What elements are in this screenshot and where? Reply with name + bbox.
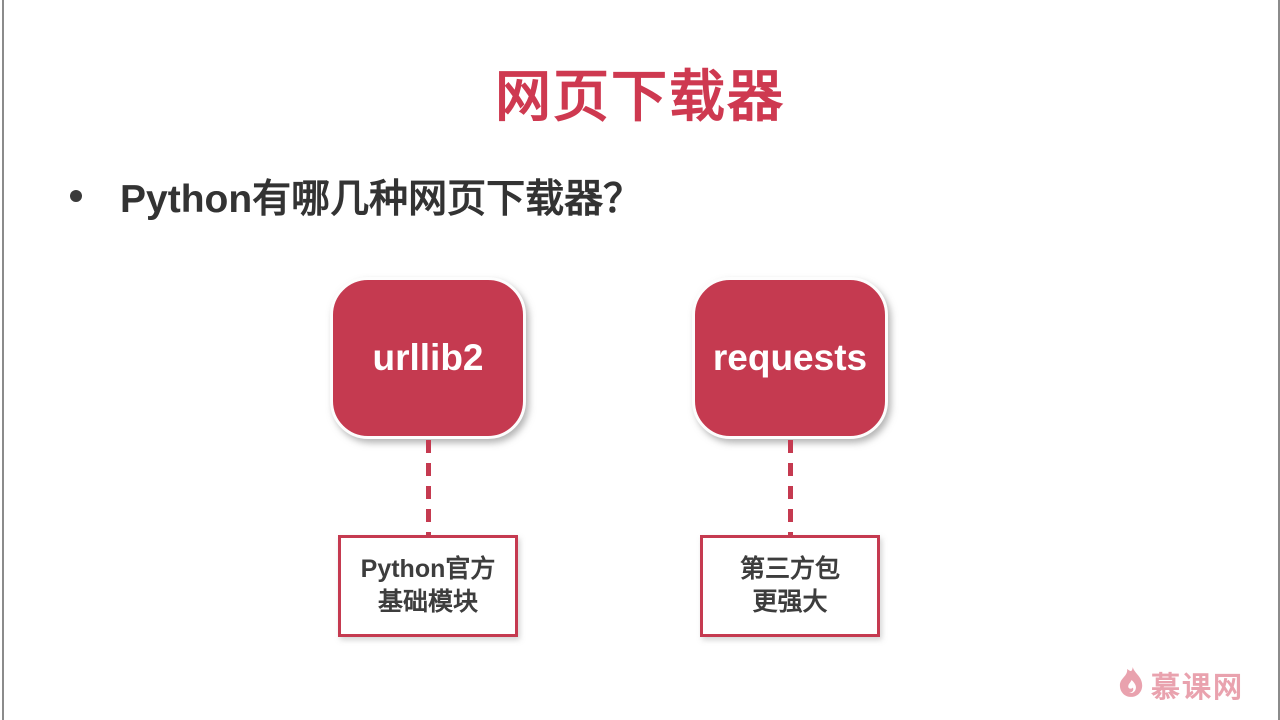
flame-icon bbox=[1119, 667, 1143, 697]
bullet-dot bbox=[70, 190, 82, 202]
desc-box-urllib2: Python官方 基础模块 bbox=[338, 535, 518, 637]
node-label: urllib2 bbox=[372, 337, 484, 378]
page-title: 网页下载器 bbox=[495, 65, 785, 128]
bullet-text: Python有哪几种网页下载器？ bbox=[120, 178, 643, 221]
node-label: requests bbox=[712, 337, 868, 378]
desc-line: 基础模块 bbox=[377, 588, 478, 616]
desc-line: 第三方包 bbox=[739, 555, 840, 583]
dashed-connector-requests bbox=[788, 440, 793, 536]
desc-line: 更强大 bbox=[752, 588, 828, 616]
diagram-node-urllib2: urllib2 bbox=[330, 277, 526, 439]
dashed-connector-urllib2 bbox=[426, 440, 431, 536]
desc-box-requests: 第三方包 更强大 bbox=[700, 535, 880, 637]
desc-line: Python官方 bbox=[360, 555, 496, 583]
brand-text: 慕课网 bbox=[1150, 672, 1244, 704]
slide-edge-left bbox=[2, 0, 4, 720]
imooc-logo: 慕课网 bbox=[1118, 664, 1244, 706]
slide-edge-right bbox=[1278, 0, 1280, 720]
diagram-node-requests: requests bbox=[692, 277, 888, 439]
bullet-item: Python有哪几种网页下载器？ bbox=[70, 168, 642, 224]
